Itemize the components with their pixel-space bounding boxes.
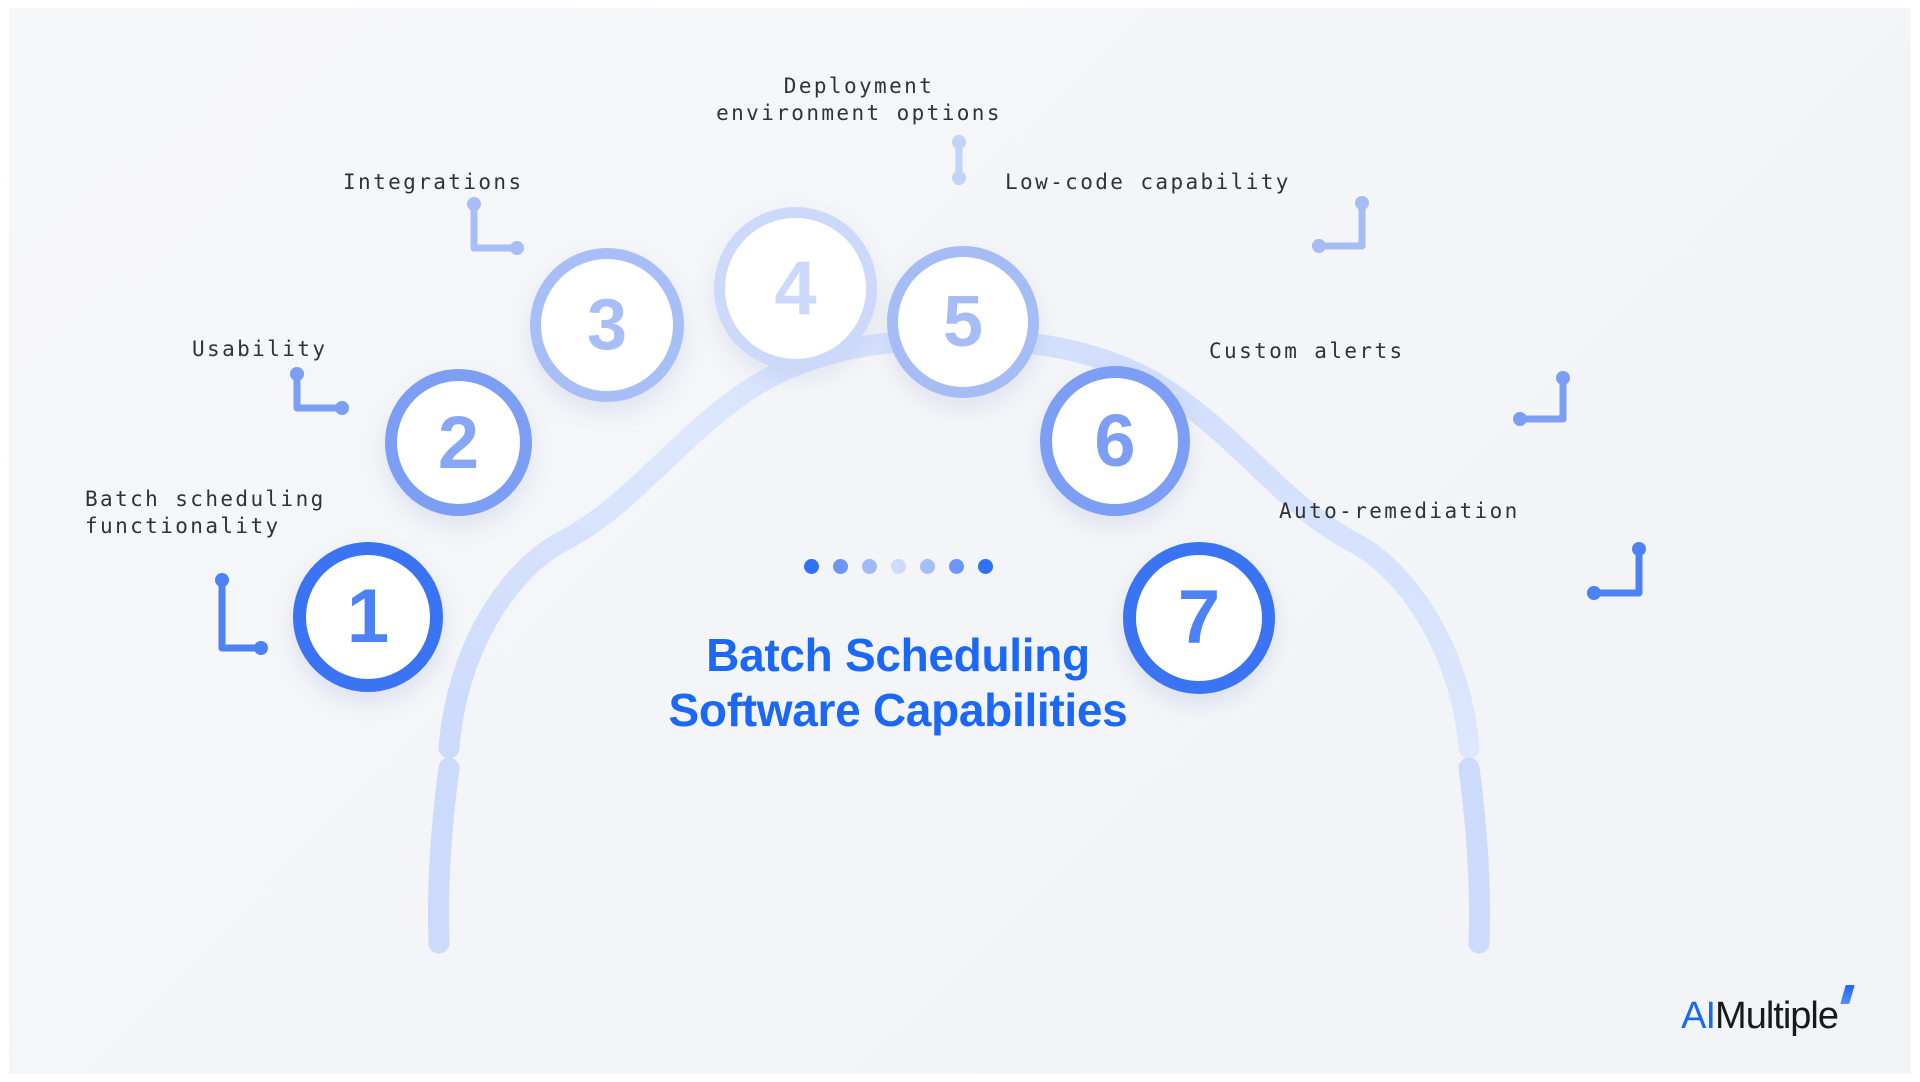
node-circle-3[interactable]: 3: [530, 248, 684, 402]
connector-7: [1587, 542, 1646, 600]
node-label-5: Low-code capability: [1005, 170, 1291, 194]
progress-dot-1: [803, 558, 819, 574]
connector-3: [467, 197, 524, 255]
connector-6: [1513, 371, 1570, 426]
node-number-5: 5: [942, 282, 984, 362]
connector-2: [290, 367, 349, 415]
connector-1: [215, 573, 268, 655]
node-number-1: 1: [346, 574, 390, 659]
progress-dot-7: [977, 558, 993, 574]
connector-5: [1312, 196, 1369, 253]
center-block: Batch Scheduling Software Capabilities: [618, 556, 1178, 738]
progress-dot-5: [919, 558, 935, 574]
progress-dot-4: [890, 558, 906, 574]
node-label-1: Batch scheduling functionality: [85, 487, 326, 539]
connector-4: [952, 135, 966, 185]
logo-suffix: Multiple: [1715, 995, 1839, 1037]
node-number-3: 3: [586, 285, 628, 365]
node-circle-4[interactable]: 4: [714, 207, 877, 370]
logo-tick-icon: [1839, 985, 1855, 1007]
infographic-canvas: 1 2 3 4 5 6 7 Batch scheduling functiona…: [9, 8, 1911, 1074]
progress-dot-3: [861, 558, 877, 574]
node-number-7: 7: [1177, 575, 1221, 660]
node-circle-5[interactable]: 5: [887, 246, 1039, 398]
node-number-4: 4: [774, 245, 817, 331]
node-number-2: 2: [437, 400, 480, 484]
node-number-6: 6: [1094, 399, 1136, 482]
progress-dot-2: [832, 558, 848, 574]
node-label-6: Custom alerts: [1209, 339, 1405, 363]
node-label-4: Deployment environment options: [716, 74, 1002, 126]
node-label-3: Integrations: [343, 170, 524, 194]
node-label-2: Usability: [192, 337, 328, 361]
progress-dot-6: [948, 558, 964, 574]
progress-dots: [618, 556, 1178, 576]
label-connectors: [215, 135, 1646, 655]
aimultiple-logo[interactable]: AIMultiple: [1681, 995, 1855, 1038]
node-label-7: Auto-remediation: [1279, 499, 1520, 523]
page-title: Batch Scheduling Software Capabilities: [668, 629, 1128, 737]
logo-prefix: AI: [1681, 995, 1716, 1037]
